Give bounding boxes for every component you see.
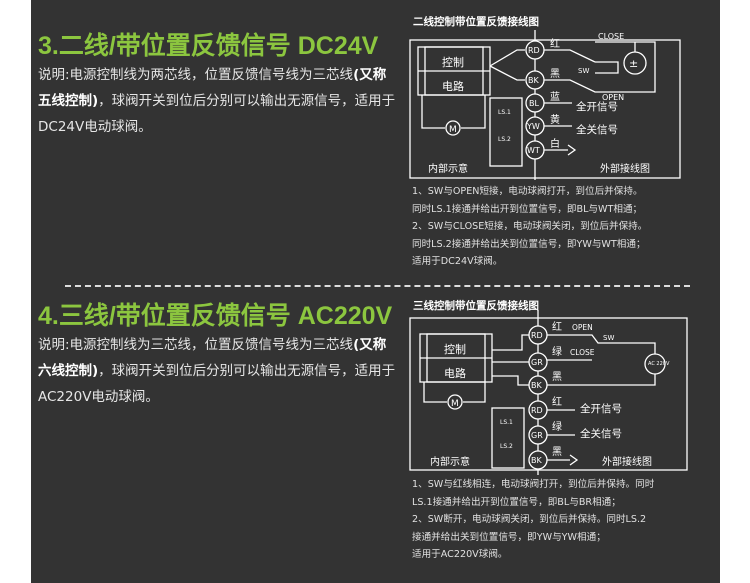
wire-color: 白 [550, 137, 560, 150]
note-line: 2、SW断开，电动球阀关闭，到位后并保持。同时LS.2 [412, 514, 647, 525]
terminal-yw: YW [526, 122, 540, 131]
open-signal-label: 全开信号 [580, 402, 622, 415]
control-label: 控制 [444, 342, 466, 356]
wire-color: 黑 [552, 371, 562, 383]
wire-color: 红 [552, 395, 562, 408]
ls2-label: LS.2 [500, 443, 513, 450]
ls1-label: LS.1 [498, 109, 511, 116]
motor-icon [445, 120, 461, 136]
terminal-bl: BL [529, 99, 539, 108]
outer-label: 外部接线图 [600, 162, 650, 175]
section-divider [65, 285, 690, 287]
diagram4-title: 三线控制带位置反馈接线图 [413, 300, 539, 312]
section3-description: 说明:电源控制线为两芯线，位置反馈信号线为三芯线(又称五线控制)，球阀开关到位后… [38, 62, 398, 140]
close-signal-label: 全关信号 [580, 427, 622, 440]
open-label: OPEN [572, 323, 593, 332]
terminal-gr: GR [531, 431, 543, 440]
desc-text: ，球阀开关到位后分别可以输出无源信号，适用于AC220V电动球阀。 [38, 363, 396, 405]
power-source-label: AC 220V [648, 361, 670, 367]
wire-color: 红 [552, 320, 562, 333]
close-label: CLOSE [570, 348, 595, 357]
motor-label: M [451, 399, 459, 409]
section4-description: 说明:电源控制线为三芯线，位置反馈信号线为三芯线(又称六线控制)，球阀开关到位后… [38, 332, 398, 410]
desc-bold: (又称六线控制) [38, 337, 387, 379]
motor-icon [447, 394, 463, 410]
section3-title: 3.二线/带位置反馈信号 DC24V [38, 32, 379, 60]
wire-color: 黑 [552, 446, 562, 458]
close-signal-label: 全关信号 [576, 123, 618, 136]
note-line: 适用于DC24V球阀。 [412, 256, 503, 267]
terminal-rd: RD [531, 406, 543, 415]
power-source-label: ± [629, 57, 638, 70]
ls2-label: LS.2 [498, 136, 511, 143]
desc-text: ，球阀开关到位后分别可以输出无源信号，适用于DC24V电动球阀。 [38, 93, 396, 135]
note-line: LS.1接通并给出开到位置信号，即BL与BR相通； [412, 496, 621, 508]
wire-color: 黄 [550, 113, 560, 126]
diagram3-title: 二线控制带位置反馈接线图 [413, 16, 539, 28]
sw-label: SW [578, 67, 589, 75]
desc-text: 说明:电源控制线为三芯线，位置反馈信号线为三芯线 [38, 337, 354, 353]
note-line: 同时LS.1接通并给出开到位置信号，即BL与WT相通； [412, 203, 643, 215]
outer-label: 外部接线图 [602, 455, 652, 468]
inner-label: 内部示意 [430, 455, 470, 468]
terminal-gr: GR [531, 358, 543, 367]
circuit-label: 电路 [442, 80, 464, 93]
desc-text: 说明:电源控制线为两芯线，位置反馈信号线为三芯线 [38, 67, 354, 83]
terminal-bk: BK [531, 456, 542, 465]
wire-color: 绿 [552, 345, 562, 358]
control-label: 控制 [442, 55, 464, 69]
diagram4-notes: 1、SW与红线相连，电动球阀打开，到位后并保持。同时 LS.1接通并给出开到位置… [412, 476, 712, 564]
motor-label: M [449, 125, 457, 135]
note-line: 接通并给出关到位置信号，即YW与YW相通； [412, 531, 606, 543]
terminal-rd: RD [528, 46, 540, 55]
ls1-label: LS.1 [500, 419, 513, 426]
diagram3-notes: 1、SW与OPEN短接，电动球阀打开，到位后并保持。 同时LS.1接通并给出开到… [412, 183, 712, 271]
open-label: OPEN [602, 93, 624, 102]
note-line: 适用于AC220V球阀。 [412, 549, 508, 560]
wiring-diagram-dc24v: 控制 电路 M LS.1 LS.2 RD BK BL YW WT 红 黑 蓝 黄… [409, 30, 681, 180]
terminal-bk: BK [531, 381, 542, 390]
inner-label: 内部示意 [428, 162, 468, 175]
open-signal-label: 全开信号 [576, 100, 618, 113]
desc-bold: (又称五线控制) [38, 67, 387, 109]
content-panel [31, 0, 720, 583]
close-label: CLOSE [598, 32, 624, 41]
section4-title: 4.三线/带位置反馈信号 AC220V [38, 302, 393, 330]
note-line: 1、SW与OPEN短接，电动球阀打开，到位后并保持。 [412, 186, 643, 197]
wire-color: 绿 [552, 420, 562, 433]
note-line: 同时LS.2接通并给出关到位置信号，即YW与WT相通； [412, 238, 646, 250]
note-line: 2、SW与CLOSE短接，电动球阀关闭，到位后并保持。 [412, 221, 648, 232]
note-line: 1、SW与红线相连，电动球阀打开，到位后并保持。同时 [412, 479, 655, 490]
wire-color: 红 [550, 37, 560, 50]
wire-color: 黑 [550, 68, 560, 80]
wire-color: 蓝 [550, 91, 560, 103]
circuit-label: 电路 [444, 367, 466, 380]
wiring-diagram-ac220v: 控制 电路 M LS.1 LS.2 RD GR BK RD GR BK 红 绿 … [409, 310, 688, 475]
terminal-wt: WT [527, 146, 540, 155]
sw-label: SW [603, 334, 614, 342]
terminal-bk: BK [528, 76, 539, 85]
terminal-rd: RD [531, 331, 543, 340]
